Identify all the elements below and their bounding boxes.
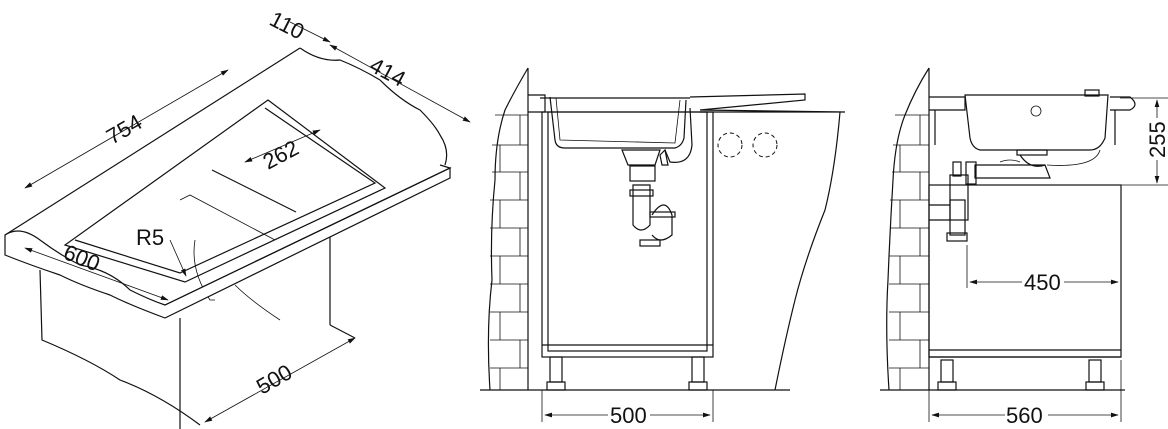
side-view: 450 255 560 xyxy=(880,67,1168,428)
front-view: 500 xyxy=(480,67,846,428)
dim-754: 754 xyxy=(102,109,146,149)
brick-wall-side xyxy=(886,67,930,391)
dim-450: 450 xyxy=(1024,270,1061,295)
iso-dimensions: 110 414 754 262 R5 600 500 xyxy=(24,6,471,423)
iso-cabinet xyxy=(39,225,356,429)
dim-262: 262 xyxy=(259,135,303,174)
dim-r5: R5 xyxy=(136,225,164,250)
dim-110: 110 xyxy=(266,6,309,44)
iso-countertop xyxy=(4,47,452,319)
dim-500-iso: 500 xyxy=(252,359,296,399)
pipe-opening-icon xyxy=(752,132,778,158)
dim-560: 560 xyxy=(1006,403,1043,428)
dim-255: 255 xyxy=(1145,121,1168,158)
pipe-opening-icon xyxy=(717,132,743,158)
dim-414: 414 xyxy=(366,52,410,91)
overflow-icon xyxy=(1030,105,1042,117)
brick-wall-front xyxy=(487,67,529,391)
dim-500-front: 500 xyxy=(610,403,647,428)
isometric-view: 110 414 754 262 R5 600 500 xyxy=(4,6,471,429)
